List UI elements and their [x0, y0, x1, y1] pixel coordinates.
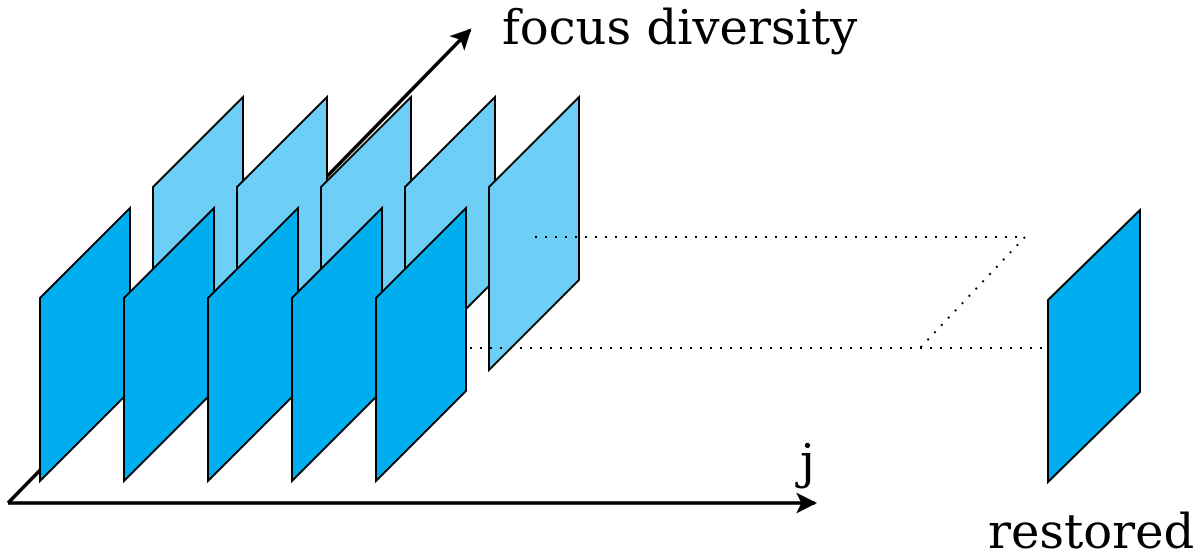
restored-label: restored — [988, 504, 1194, 558]
front-frame-1 — [39, 205, 131, 484]
back-frame-5 — [488, 94, 580, 373]
focus-diversity-label: focus diversity — [502, 0, 857, 56]
front-row-frames — [39, 205, 467, 484]
j-axis-label: j — [795, 434, 815, 490]
front-frame-5 — [375, 205, 467, 484]
dotted-projection-upper — [535, 236, 1028, 349]
restored-frame — [1047, 207, 1141, 485]
